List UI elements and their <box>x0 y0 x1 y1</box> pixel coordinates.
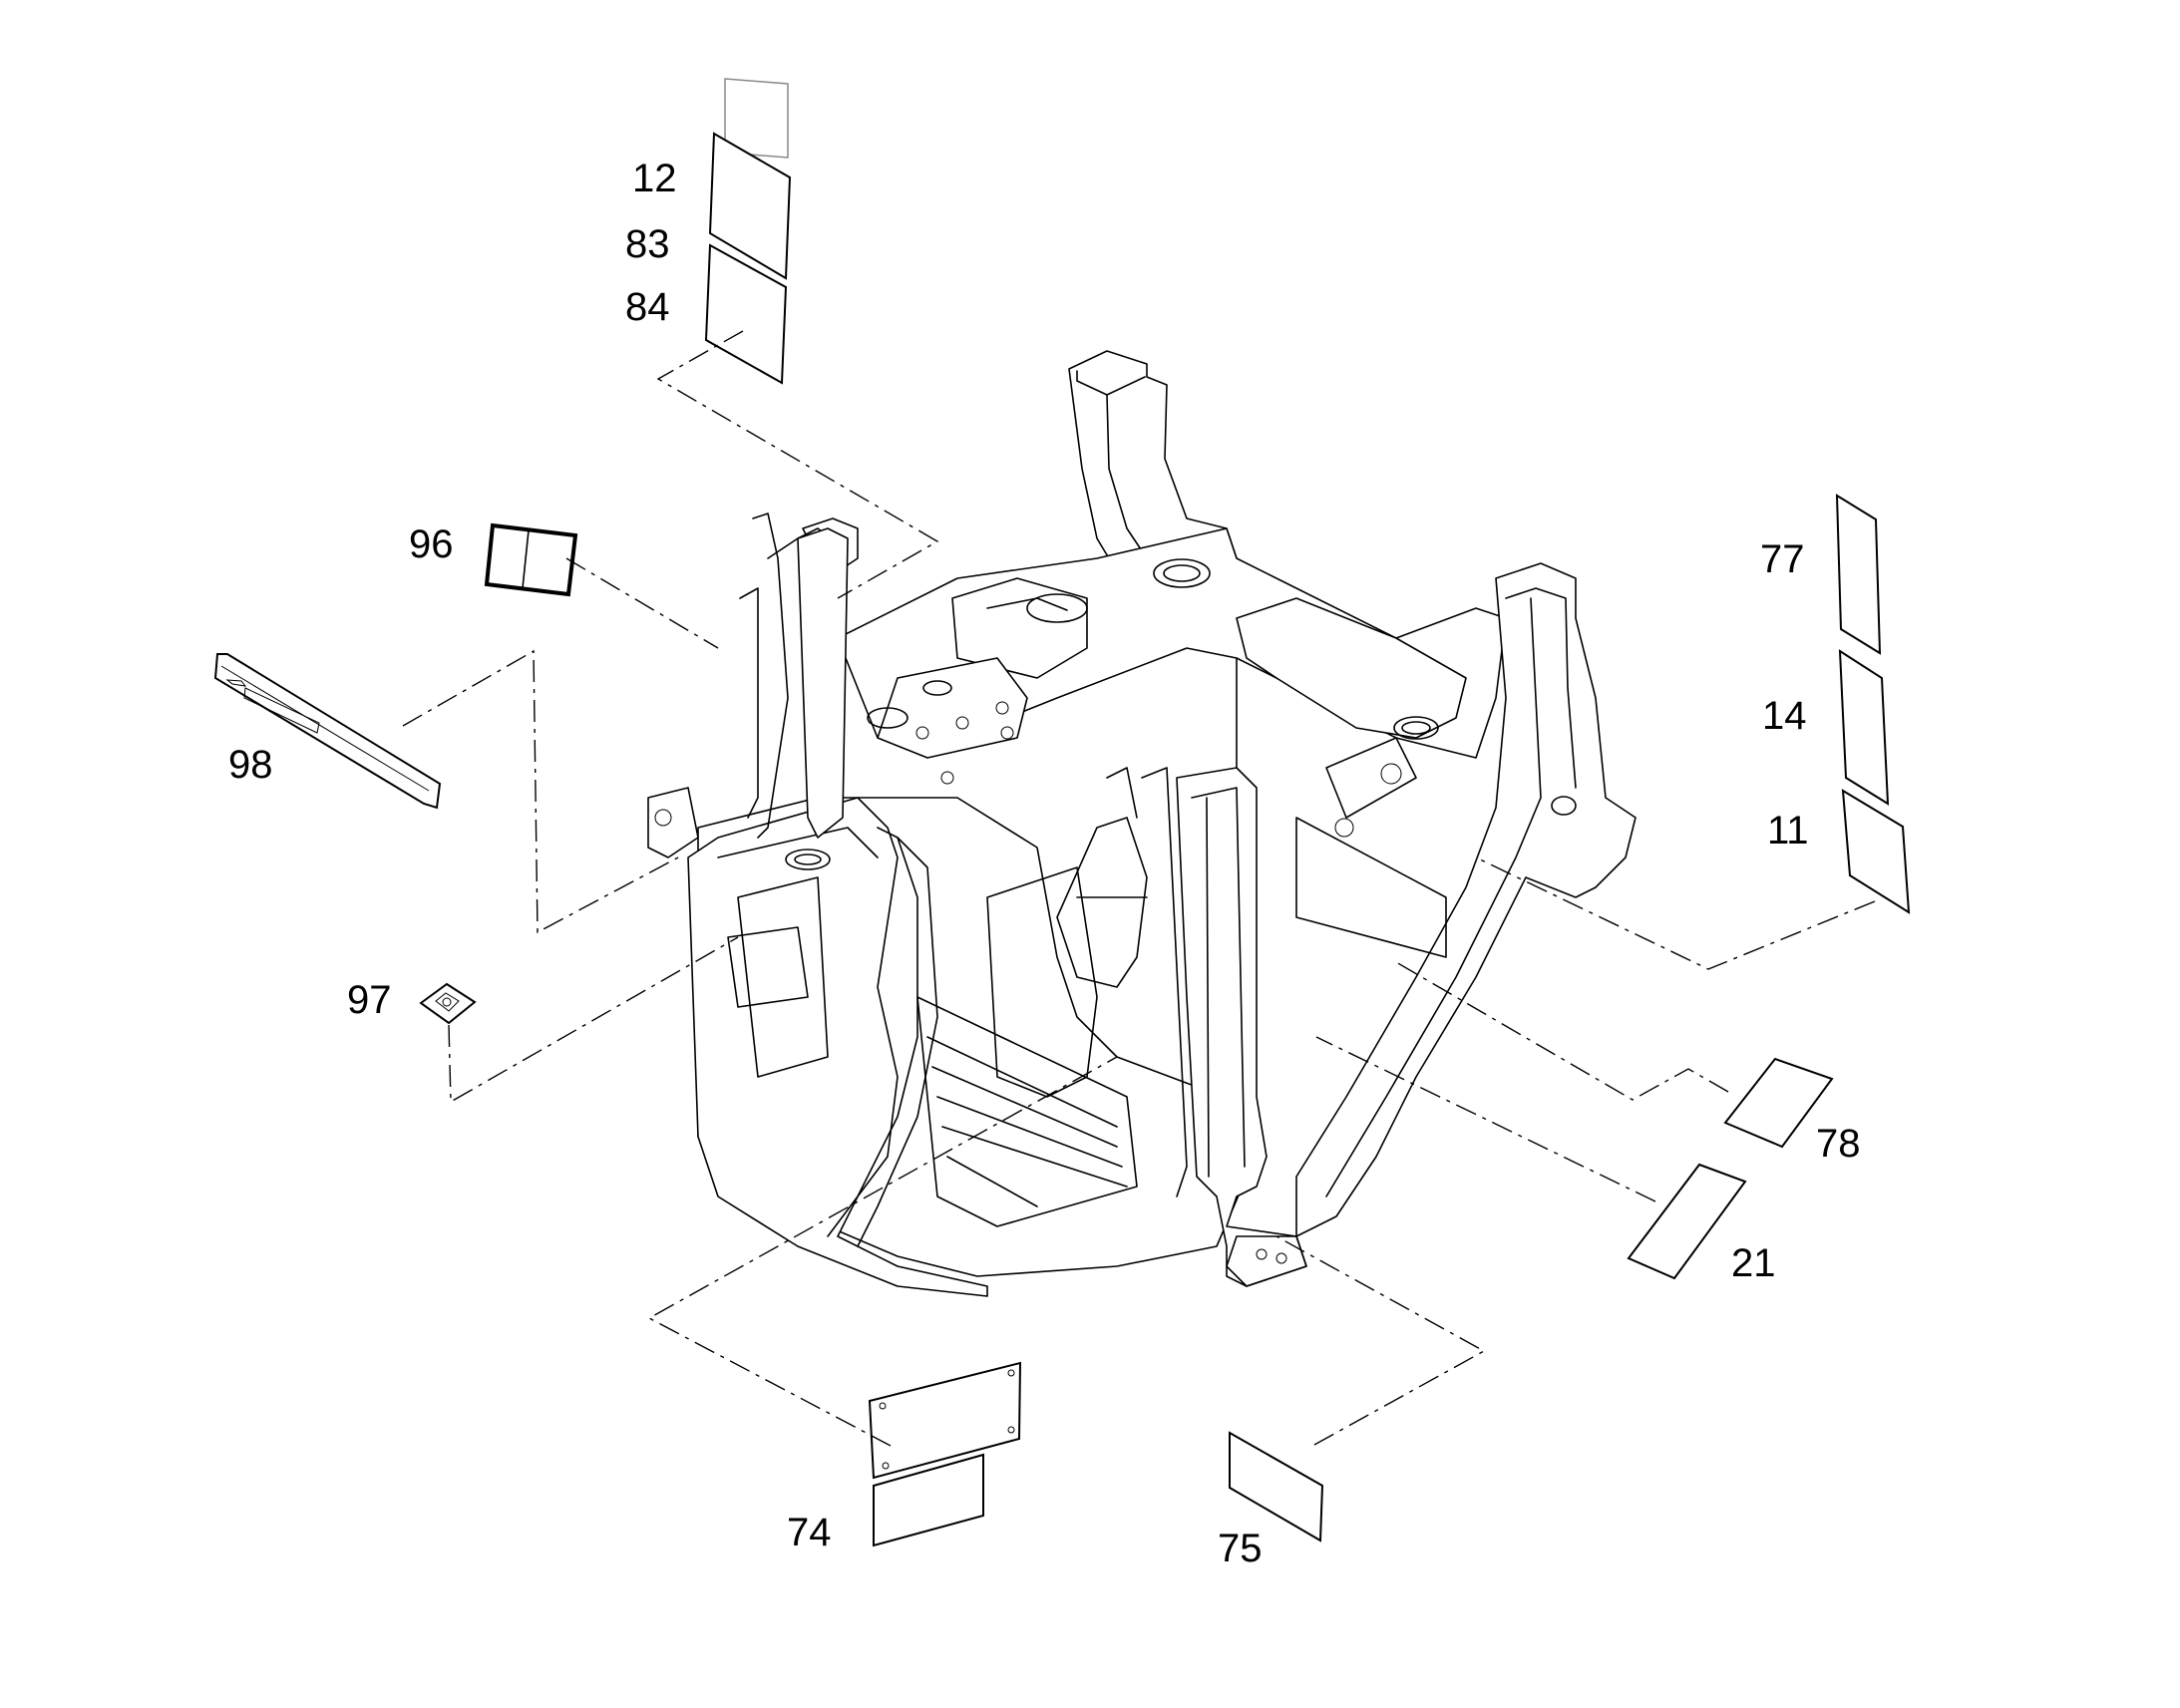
callout-11: 11 <box>1767 809 1809 853</box>
decal-74 <box>873 1453 984 1547</box>
callout-74: 74 <box>787 1511 832 1554</box>
callout-75: 75 <box>1218 1527 1263 1570</box>
callout-84: 84 <box>625 285 670 329</box>
decal-21 <box>1627 1163 1747 1280</box>
callout-78: 78 <box>1816 1122 1861 1166</box>
decal-75 <box>1229 1431 1324 1542</box>
leader-97 <box>448 936 739 1104</box>
decal-11 <box>1841 789 1911 914</box>
leader-74 <box>647 1056 1118 1447</box>
leader-75 <box>1275 1235 1486 1446</box>
callout-labels: 12 83 84 96 98 97 77 14 11 78 21 74 75 <box>228 157 1861 1570</box>
leader-78 <box>1395 961 1729 1101</box>
leader-11 <box>1475 856 1876 970</box>
decal-14 <box>1838 649 1890 806</box>
leader-lines <box>402 330 1876 1447</box>
leader-98 <box>402 649 679 934</box>
decal-top-faint <box>724 78 789 159</box>
leader-96 <box>565 557 719 649</box>
callout-97: 97 <box>347 978 392 1022</box>
callout-12: 12 <box>632 157 677 200</box>
decal-74-plate <box>868 1361 1022 1480</box>
decal-97 <box>419 982 477 1025</box>
callout-83: 83 <box>625 222 670 266</box>
callout-77: 77 <box>1760 537 1805 581</box>
decal-77 <box>1835 494 1882 655</box>
callout-21: 21 <box>1731 1241 1776 1285</box>
decal-84 <box>704 243 788 385</box>
callout-14: 14 <box>1762 694 1807 738</box>
decal-78 <box>1723 1057 1834 1149</box>
decal-group <box>213 78 1911 1547</box>
decal-12-83 <box>708 132 792 280</box>
callout-96: 96 <box>409 522 454 566</box>
decal-98 <box>213 653 442 810</box>
cab-frame <box>647 350 1636 1297</box>
leader-84 <box>656 330 939 599</box>
callout-98: 98 <box>228 743 273 787</box>
decal-96 <box>484 522 578 597</box>
